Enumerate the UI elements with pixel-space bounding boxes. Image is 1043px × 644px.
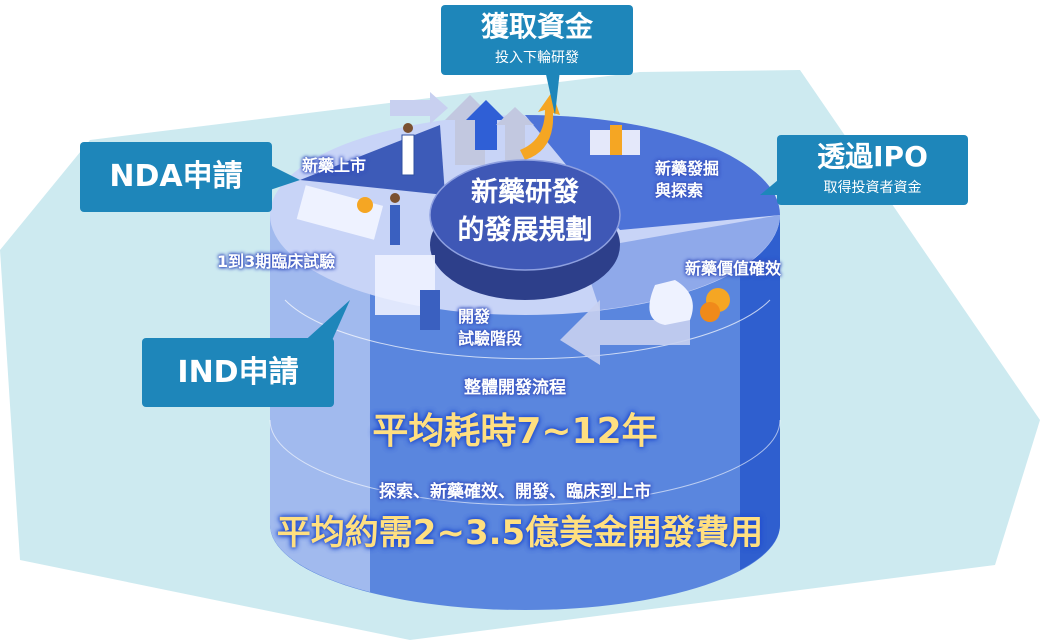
stage-clinical: 1到3期臨床試驗 bbox=[217, 252, 336, 271]
callout-ipo: 透過IPO 取得投資者資金 bbox=[777, 135, 968, 205]
center-title-line1: 新藥研發 bbox=[471, 177, 579, 208]
callout-ipo-title: 透過IPO bbox=[817, 140, 928, 173]
callout-ind: IND申請 bbox=[142, 338, 334, 407]
growth-arrow-icon bbox=[520, 92, 560, 160]
cost-label: 探索、新藥確效、開發、臨床到上市 bbox=[379, 482, 651, 502]
stage-discovery-line2: 與探索 bbox=[655, 181, 704, 200]
callout-nda-title: NDA申請 bbox=[109, 159, 243, 194]
lab-worker-icon bbox=[610, 125, 622, 155]
time-label: 整體開發流程 bbox=[464, 378, 566, 398]
stage-development-line2: 試驗階段 bbox=[458, 329, 523, 348]
researcher-icon bbox=[390, 205, 400, 245]
arrow-up-icon bbox=[466, 100, 506, 150]
stage-discovery-line1: 新藥發掘 bbox=[655, 159, 720, 178]
callout-funding: 獲取資金 投入下輪研發 bbox=[441, 5, 633, 75]
cost-value: 平均約需2~3.5億美金開發費用 bbox=[276, 513, 764, 553]
center-title-line2: 的發展規劃 bbox=[457, 215, 593, 246]
time-value: 平均耗時7~12年 bbox=[372, 411, 658, 452]
money-bag-icon bbox=[649, 280, 693, 325]
callout-funding-title: 獲取資金 bbox=[480, 10, 593, 43]
callout-nda: NDA申請 bbox=[80, 142, 272, 212]
arrow-icon bbox=[496, 107, 534, 160]
stage-development-line1: 開發 bbox=[458, 307, 491, 326]
stage-validation: 新藥價值確效 bbox=[685, 259, 782, 278]
stage-launch: 新藥上市 bbox=[302, 156, 367, 175]
callout-ipo-subtitle: 取得投資者資金 bbox=[823, 180, 922, 196]
center-disc bbox=[429, 159, 621, 271]
report-illustration bbox=[296, 185, 384, 240]
microscope-icon bbox=[420, 290, 440, 330]
callout-ind-title: IND申請 bbox=[177, 355, 299, 390]
scientist-icon bbox=[401, 134, 415, 176]
callout-funding-subtitle: 投入下輪研發 bbox=[495, 50, 579, 66]
